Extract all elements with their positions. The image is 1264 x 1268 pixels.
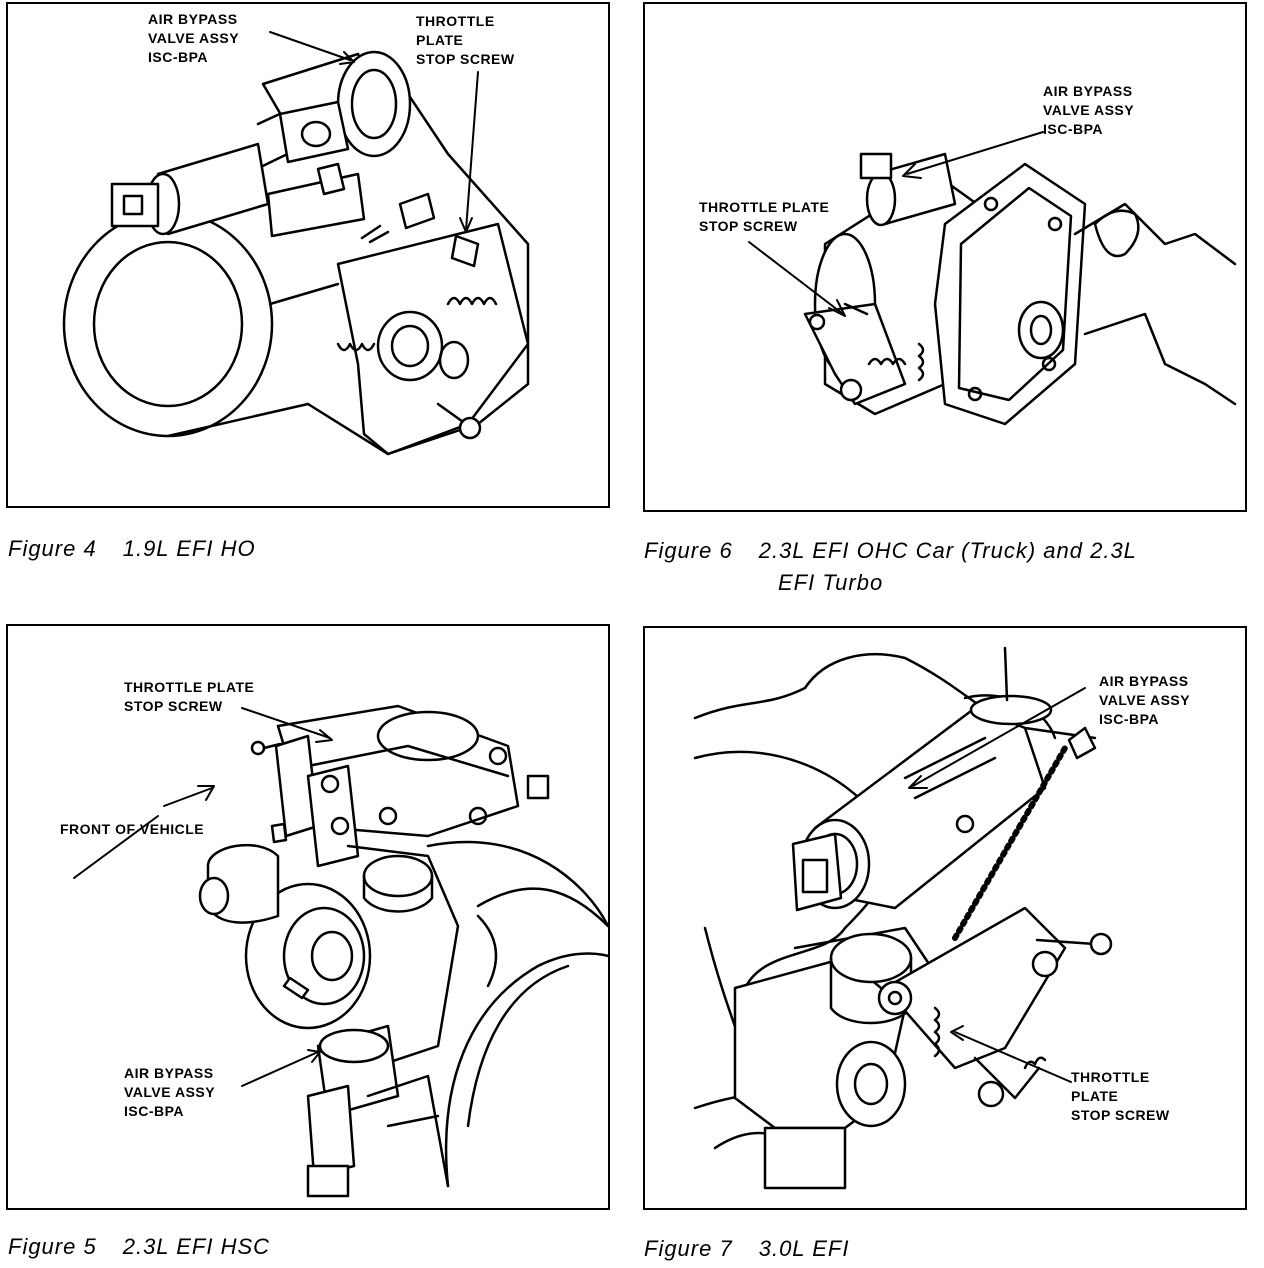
figure-6-air-bypass-label: AIR BYPASS VALVE ASSY ISC-BPA	[1043, 83, 1135, 137]
figure-6-caption-line2: EFI Turbo	[778, 570, 883, 596]
figure-4-caption-number: Figure 4	[8, 536, 97, 561]
figure-6-caption-title-line2: EFI Turbo	[778, 570, 884, 595]
figure-6-caption-title-line1: 2.3L EFI OHC Car (Truck) and 2.3L	[758, 538, 1137, 563]
figure-4-caption: Figure 4 1.9L EFI HO	[8, 536, 256, 562]
figure-5-caption-number: Figure 5	[8, 1234, 97, 1259]
figure-5-front-of-vehicle-label: FRONT OF VEHICLE	[60, 821, 205, 837]
figure-5-panel: THROTTLE PLATE STOP SCREW FRONT OF VEHIC…	[6, 624, 610, 1210]
figure-6-panel: AIR BYPASS VALVE ASSY ISC-BPA THROTTLE P…	[643, 2, 1247, 512]
figure-5-air-bypass-label: AIR BYPASS VALVE ASSY ISC-BPA	[124, 1065, 216, 1119]
figure-7-caption-number: Figure 7	[644, 1236, 733, 1261]
figure-5-throttle-stop-label: THROTTLE PLATE STOP SCREW	[124, 679, 255, 714]
figure-7-caption-title: 3.0L EFI	[758, 1236, 850, 1261]
figure-4-air-bypass-label: AIR BYPASS VALVE ASSY ISC-BPA	[148, 11, 240, 65]
figure-6-caption: Figure 6 2.3L EFI OHC Car (Truck) and 2.3…	[644, 538, 1137, 564]
figure-6-throttle-stop-label: THROTTLE PLATE STOP SCREW	[699, 199, 830, 234]
figure-4-caption-title: 1.9L EFI HO	[122, 536, 256, 561]
figure-4-drawing	[62, 31, 530, 456]
figure-7-throttle-stop-label: THROTTLE PLATE STOP SCREW	[1071, 1069, 1170, 1123]
figure-7-caption: Figure 7 3.0L EFI	[644, 1236, 849, 1262]
figure-7-drawing	[693, 646, 1113, 1190]
figure-7-panel: AIR BYPASS VALVE ASSY ISC-BPA THROTTLE P…	[643, 626, 1247, 1210]
figure-6-drawing	[748, 131, 1237, 426]
figure-7-air-bypass-label: AIR BYPASS VALVE ASSY ISC-BPA	[1099, 673, 1191, 727]
figure-5-caption-title: 2.3L EFI HSC	[122, 1234, 271, 1259]
figure-5-drawing	[73, 704, 608, 1198]
figure-5-caption: Figure 5 2.3L EFI HSC	[8, 1234, 270, 1260]
figure-6-caption-number: Figure 6	[644, 538, 733, 563]
figure-4-panel: AIR BYPASS VALVE ASSY ISC-BPA THROTTLE P…	[6, 2, 610, 508]
figure-4-throttle-stop-label: THROTTLE PLATE STOP SCREW	[416, 13, 515, 67]
